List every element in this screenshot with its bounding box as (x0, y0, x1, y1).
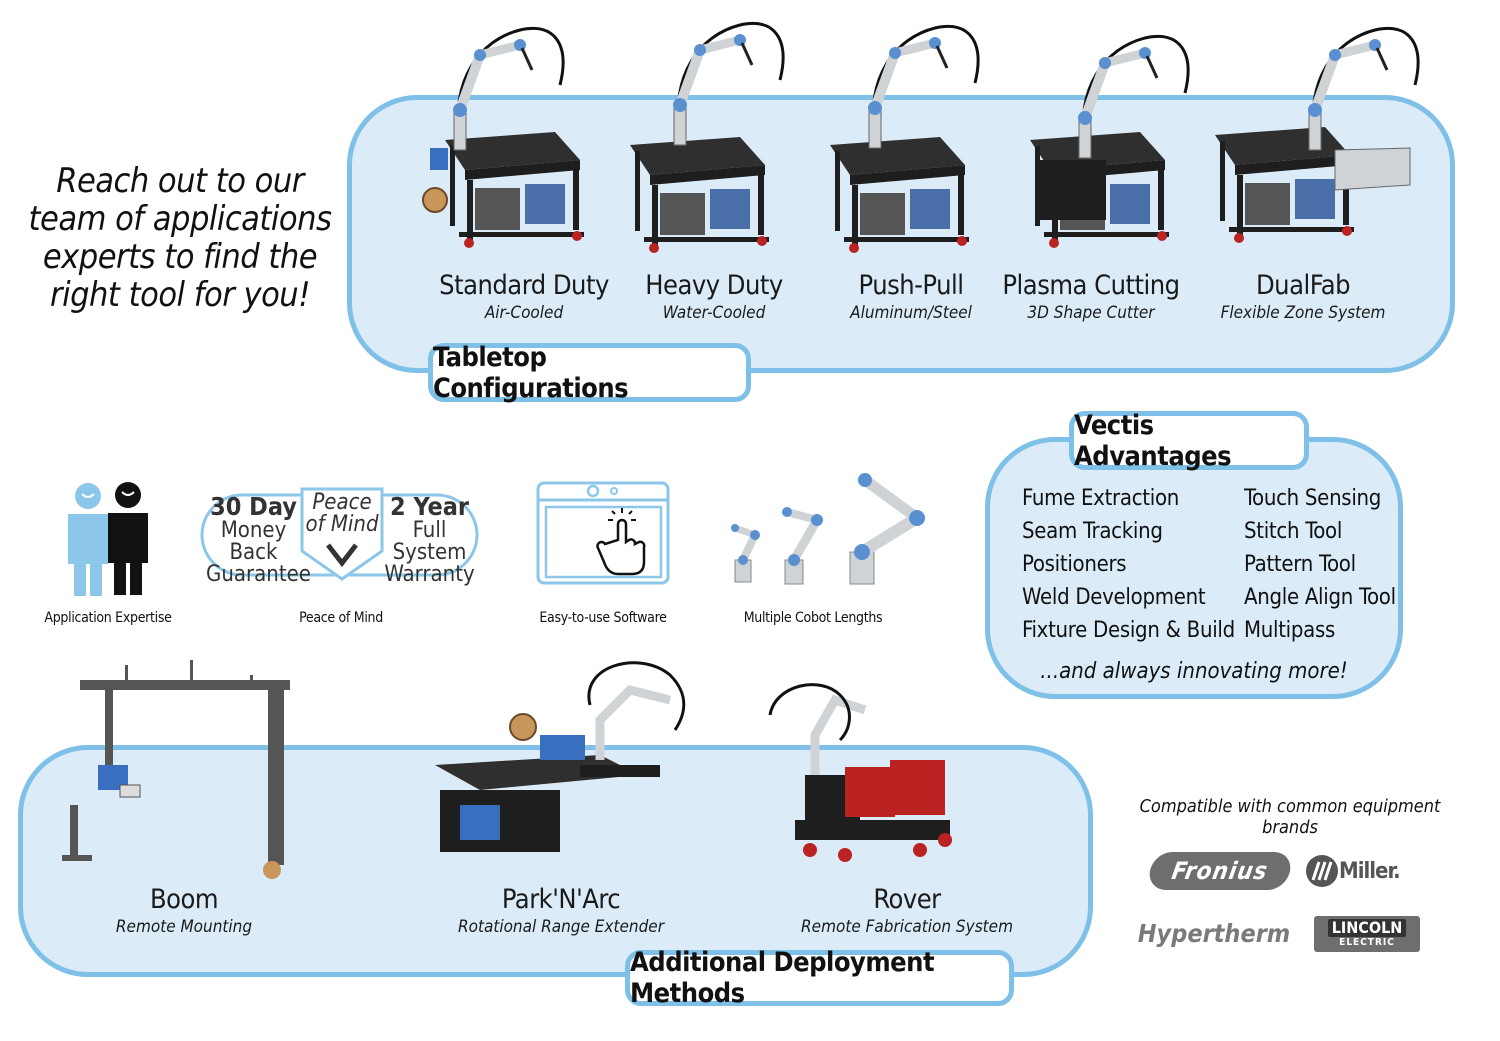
electric-wordmark: ELECTRIC (1339, 937, 1395, 948)
product-subtitle: Aluminum/Steel (850, 303, 972, 323)
advantage-item: Angle Align Tool (1244, 585, 1396, 610)
advantage-item: Weld Development (1022, 585, 1206, 610)
hypertherm-logo: Hypertherm (1137, 918, 1291, 948)
product-subtitle: Water-Cooled (662, 303, 766, 323)
badge-center-line: of Mind (305, 512, 379, 537)
product-boom[interactable]: Boom Remote Mounting (69, 885, 299, 939)
advantage-item: Multipass (1244, 618, 1336, 643)
product-plasma-cutting[interactable]: Plasma Cutting 3D Shape Cutter (976, 271, 1206, 325)
badge-left: 30 Day Money Back Guarantee (206, 494, 311, 587)
compatible-brands-text: Compatible with common equipment brands (1139, 796, 1441, 838)
peace-of-mind-badge-icon (200, 487, 479, 581)
intro-line: Reach out to our (56, 161, 304, 201)
advantage-item: Fixture Design & Build (1022, 618, 1235, 643)
cobot-lengths-icon (731, 473, 925, 585)
product-rover[interactable]: Rover Remote Fabrication System (787, 885, 1027, 939)
advantage-item: Stitch Tool (1244, 519, 1343, 544)
product-name: Plasma Cutting (1002, 270, 1180, 301)
advantages-more: ...and always innovating more! (1040, 659, 1348, 684)
additional-deployment-methods-tab[interactable]: Additional Deployment Methods (625, 947, 1014, 1009)
product-name: Push-Pull (858, 270, 964, 301)
advantages-panel (985, 437, 1403, 699)
lincoln-wordmark: LINCOLN (1327, 919, 1407, 937)
people-icon (68, 482, 148, 596)
product-subtitle: Air-Cooled (484, 303, 564, 323)
caption-cobots: Multiple Cobot Lengths (743, 610, 883, 626)
advantage-item: Touch Sensing (1244, 486, 1382, 511)
caption-peace: Peace of Mind (299, 610, 383, 626)
product-heavy-duty[interactable]: Heavy Duty Water-Cooled (599, 271, 829, 325)
advantage-item: Fume Extraction (1022, 486, 1179, 511)
miller-mark-icon (1306, 855, 1338, 887)
product-name: Heavy Duty (645, 270, 783, 301)
product-name: Standard Duty (439, 270, 609, 301)
caption-expertise: Application Expertise (44, 610, 172, 626)
product-name: DualFab (1255, 270, 1351, 301)
intro-text: Reach out to our team of applications ex… (25, 162, 335, 314)
product-name: Boom (149, 884, 219, 915)
product-push-pull[interactable]: Push-Pull Aluminum/Steel (796, 271, 1026, 325)
product-dualfab[interactable]: DualFab Flexible Zone System (1188, 271, 1418, 325)
tabletop-illustrations (422, 0, 1460, 253)
product-standard-duty[interactable]: Standard Duty Air-Cooled (409, 271, 639, 325)
product-subtitle: Remote Fabrication System (801, 917, 1013, 937)
advantage-item: Pattern Tool (1244, 552, 1356, 577)
badge-left-line: Guarantee (206, 562, 311, 587)
advantages-list-right: Touch Sensing Stitch Tool Pattern Tool A… (1244, 482, 1396, 647)
product-name: Rover (873, 884, 941, 915)
badge-left-line: Money Back (220, 518, 287, 565)
badge-right: 2 Year Full System Warranty (382, 494, 477, 587)
product-subtitle: Flexible Zone System (1220, 303, 1386, 323)
caption-software: Easy-to-use Software (539, 610, 667, 626)
badge-center-line: Peace (312, 490, 372, 515)
advantages-list-left: Fume Extraction Seam Tracking Positioner… (1022, 482, 1235, 647)
tablet-touch-icon (536, 481, 670, 585)
tabletop-configurations-tab[interactable]: Tabletop Configurations (428, 342, 751, 404)
badge-right-line: Warranty (384, 562, 475, 587)
fronius-logo: Fronius (1146, 852, 1294, 890)
badge-center: Peace of Mind (302, 492, 382, 536)
advantage-item: Seam Tracking (1022, 519, 1163, 544)
product-name: Park'N'Arc (501, 884, 621, 915)
badge-left-big: 30 Day (210, 492, 297, 521)
deployment-illustrations (62, 660, 952, 879)
intro-line: right tool for you! (50, 275, 310, 315)
product-subtitle: Rotational Range Extender (457, 917, 664, 937)
lincoln-electric-logo: LINCOLN ELECTRIC (1314, 916, 1420, 952)
miller-wordmark: Miller. (1339, 858, 1401, 884)
miller-logo: Miller. (1305, 852, 1401, 890)
product-subtitle: Remote Mounting (115, 917, 253, 937)
badge-right-line: Full System (392, 518, 467, 565)
vectis-advantages-tab[interactable]: Vectis Advantages (1069, 410, 1309, 472)
product-park-n-arc[interactable]: Park'N'Arc Rotational Range Extender (441, 885, 681, 939)
advantage-item: Positioners (1022, 552, 1127, 577)
badge-right-big: 2 Year (390, 492, 469, 521)
intro-line: experts to find the (42, 237, 318, 277)
intro-line: team of applications (28, 199, 332, 239)
product-subtitle: 3D Shape Cutter (1027, 303, 1155, 323)
